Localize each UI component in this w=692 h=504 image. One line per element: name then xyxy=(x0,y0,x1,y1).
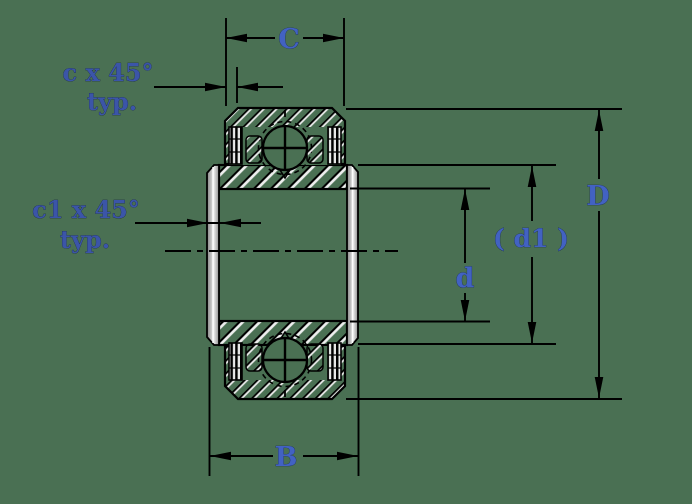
arrowhead-up xyxy=(594,110,604,131)
chamfer-c-callout: c x 45° typ. xyxy=(62,58,283,116)
arrowhead-up xyxy=(460,189,470,210)
dimension-D: D xyxy=(346,108,622,400)
arrowhead-left xyxy=(226,33,247,43)
label-B: B xyxy=(275,442,298,473)
upper-right-seal-lip xyxy=(306,135,324,164)
label-d1: ( d1 ) xyxy=(493,224,569,253)
arrowhead-right xyxy=(323,33,344,43)
label-C: C xyxy=(278,24,300,55)
inner-sleeve xyxy=(206,163,359,347)
lower-left-seal xyxy=(228,342,243,381)
dimension-B: B xyxy=(208,347,360,476)
label-chamfer-c-typ: typ. xyxy=(87,87,137,116)
arrowhead-left xyxy=(210,451,231,461)
label-D: D xyxy=(586,181,609,212)
dimension-d1: ( d1 ) xyxy=(358,164,569,345)
dimension-d: d xyxy=(350,187,490,323)
arrowhead-down xyxy=(460,300,470,321)
lower-right-seal-lip xyxy=(306,343,324,372)
dimension-C: C xyxy=(225,18,345,106)
arrowhead-left-pointing xyxy=(237,82,258,92)
label-chamfer-c1: c1 x 45° xyxy=(32,195,140,224)
arrowhead-right-pointing xyxy=(187,218,208,228)
upper-bearing-section xyxy=(223,106,347,176)
chamfer-c1-callout: c1 x 45° typ. xyxy=(32,195,261,254)
upper-left-seal xyxy=(228,126,243,165)
label-chamfer-c: c x 45° xyxy=(62,58,153,87)
arrowhead-left-pointing xyxy=(220,218,241,228)
arrowhead-down xyxy=(527,322,537,343)
arrowhead-right-pointing xyxy=(205,82,226,92)
lower-bearing-section xyxy=(223,332,347,401)
upper-right-seal xyxy=(327,126,342,165)
label-chamfer-c1-typ: typ. xyxy=(60,225,110,254)
lower-right-seal xyxy=(327,342,342,381)
label-d: d xyxy=(456,263,475,294)
upper-left-seal-lip xyxy=(245,135,263,164)
lower-left-seal-lip xyxy=(245,343,263,372)
arrowhead-right xyxy=(337,451,358,461)
arrowhead-down xyxy=(594,377,604,398)
arrowhead-up xyxy=(527,166,537,187)
